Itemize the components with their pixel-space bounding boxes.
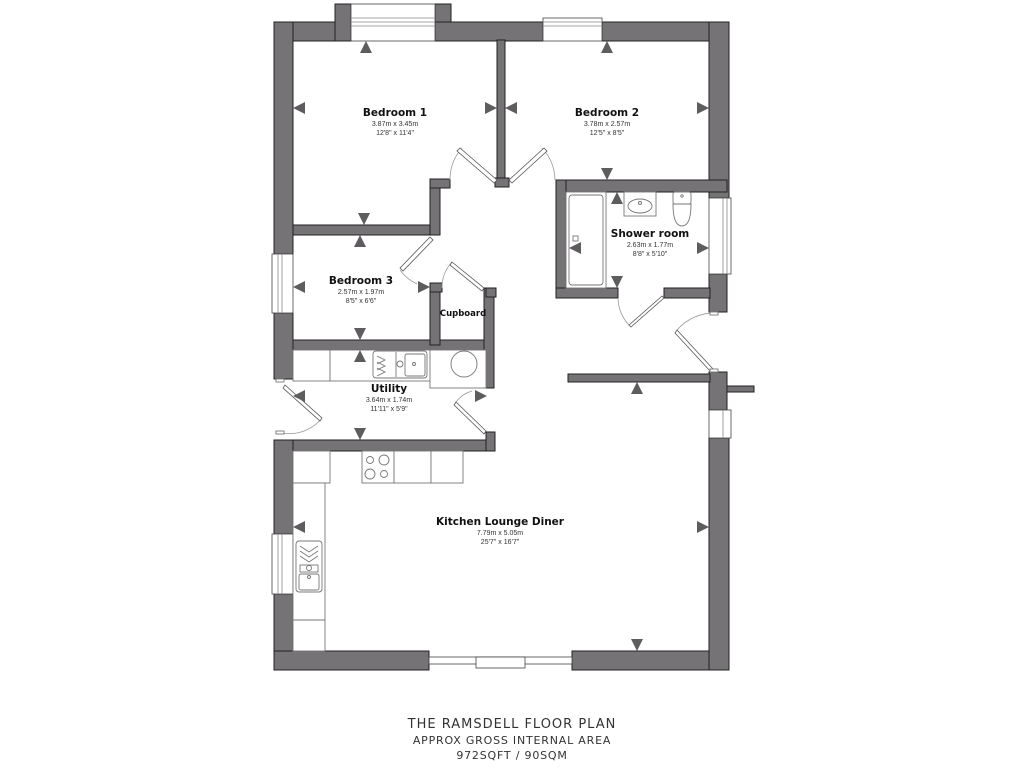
room-dim-imperial: 11'11" x 5'9" xyxy=(370,406,408,413)
room-dim-metric: 2.57m x 1.97m xyxy=(337,289,385,296)
room-dim-metric: 7.79m x 5.05m xyxy=(476,530,524,537)
room-dim-metric: 2.63m x 1.77m xyxy=(626,242,674,249)
room-label-bedroom-1: Bedroom 1 3.87m x 3.45m 12'8" x 11'4" xyxy=(363,107,427,138)
doors xyxy=(275,147,719,435)
plan-area: 972SQFT / 90SQM xyxy=(456,749,568,762)
dimension-arrows xyxy=(293,41,709,651)
fixtures xyxy=(292,191,692,652)
room-label-utility: Utility 3.64m x 1.74m 11'11" x 5'9" xyxy=(366,383,412,414)
room-dim-metric: 3.64m x 1.74m xyxy=(365,397,413,404)
room-dim-imperial: 8'8" x 5'10" xyxy=(632,251,668,258)
room-name: Shower room xyxy=(610,228,690,240)
walls xyxy=(273,3,755,671)
room-dim-metric: 3.78m x 2.57m xyxy=(583,121,631,128)
windows xyxy=(271,3,732,669)
room-label-bedroom-2: Bedroom 2 3.78m x 2.57m 12'5" x 8'5" xyxy=(575,107,639,138)
plan-caption: THE RAMSDELL FLOOR PLAN APPROX GROSS INT… xyxy=(0,716,1024,763)
room-label-shower-room: Shower room 2.63m x 1.77m 8'8" x 5'10" xyxy=(611,228,689,259)
room-dim-imperial: 12'5" x 8'5" xyxy=(589,130,625,137)
room-name: Cupboard xyxy=(439,309,487,319)
room-label-cupboard: Cupboard xyxy=(440,308,486,321)
room-label-kitchen-lounge-diner: Kitchen Lounge Diner 7.79m x 5.05m 25'7"… xyxy=(436,516,564,547)
room-dim-imperial: 8'5" x 6'6" xyxy=(345,298,377,305)
room-dim-imperial: 25'7" x 16'7" xyxy=(480,539,520,546)
plan-subtitle: APPROX GROSS INTERNAL AREA xyxy=(412,734,612,747)
room-name: Bedroom 3 xyxy=(328,275,394,287)
room-dim-metric: 3.87m x 3.45m xyxy=(371,121,419,128)
room-label-bedroom-3: Bedroom 3 2.57m x 1.97m 8'5" x 6'6" xyxy=(329,275,393,306)
plan-title: THE RAMSDELL FLOOR PLAN xyxy=(407,717,617,732)
room-name: Kitchen Lounge Diner xyxy=(436,516,564,528)
room-dim-imperial: 12'8" x 11'4" xyxy=(376,130,414,137)
room-name: Utility xyxy=(370,383,408,395)
room-name: Bedroom 2 xyxy=(574,107,640,119)
room-name: Bedroom 1 xyxy=(362,107,428,119)
